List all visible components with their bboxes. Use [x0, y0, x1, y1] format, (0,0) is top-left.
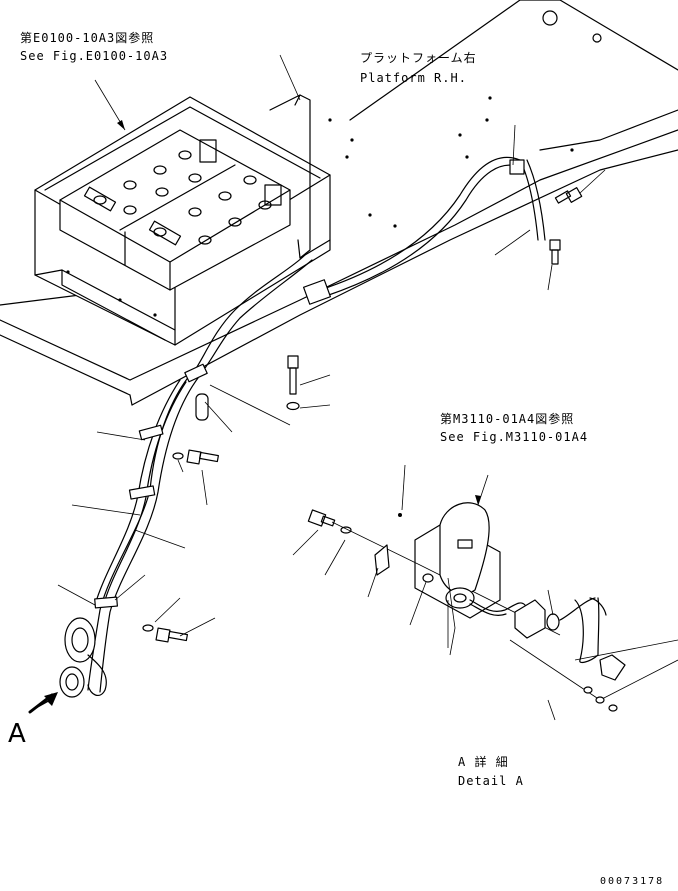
platform-plate	[0, 0, 678, 406]
view-arrow-a	[28, 692, 58, 714]
battery-disconnect-switch	[59, 617, 107, 698]
switch-ref-en: See Fig.M3110-01A4	[440, 430, 588, 444]
bolt-lower	[142, 624, 188, 643]
bolt-mid	[172, 449, 219, 465]
wire-harness	[87, 156, 546, 693]
platform-en: Platform R.H.	[360, 71, 467, 85]
bolt-right-upper	[549, 187, 583, 265]
battery-ref-jp: 第E0100-10A3図参照	[20, 30, 154, 45]
detail-a	[307, 502, 678, 712]
drawing-number: 00073178	[600, 876, 664, 887]
battery-ref-en: See Fig.E0100-10A3	[20, 49, 168, 63]
battery-caps	[93, 150, 272, 245]
bolt-top	[286, 355, 300, 411]
battery-box	[34, 94, 331, 346]
leader-lines	[57, 54, 606, 721]
rivet-holes	[328, 96, 574, 517]
platform-jp: プラットフォーム右	[360, 50, 477, 65]
view-arrow-letter: A	[8, 719, 26, 749]
detail-a-jp: A 詳 細	[458, 754, 509, 769]
detail-a-en: Detail A	[458, 774, 524, 788]
switch-ref-jp: 第M3110-01A4図参照	[440, 411, 574, 426]
